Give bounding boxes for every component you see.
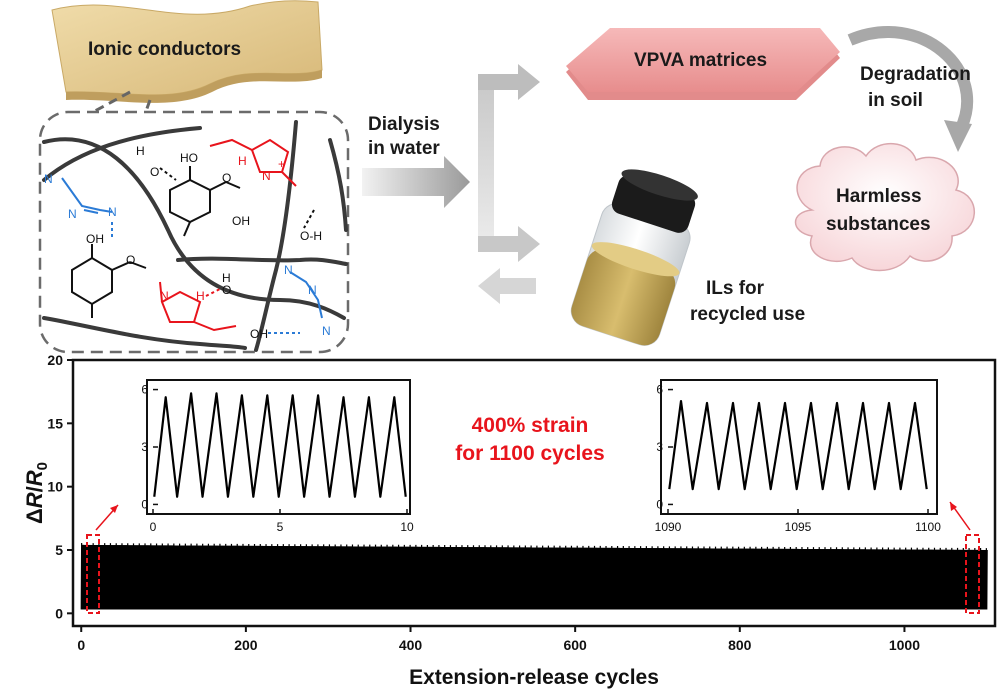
inset-end-chart: 0 3 6 1090 1095 1100 (655, 379, 941, 534)
main-y-tick-label: 0 (55, 605, 63, 621)
svg-text:N: N (284, 263, 293, 277)
svg-text:O: O (150, 165, 159, 179)
polymer-chains (42, 120, 348, 352)
inset-x-tick-label: 5 (277, 520, 284, 534)
svg-text:N: N (262, 169, 271, 183)
inset-x-tick-label: 1100 (915, 520, 941, 534)
inset-series-line (668, 399, 928, 491)
main-y-tick-label: 5 (55, 542, 63, 558)
dialysis-label-line1: Dialysis (368, 114, 440, 135)
svg-text:HO: HO (180, 151, 198, 165)
svg-text:N: N (308, 283, 317, 297)
vpva-matrix-slab (566, 28, 840, 100)
main-x-tick-label: 200 (234, 637, 258, 653)
degradation-arrow (847, 26, 973, 133)
main-y-tick-label: 15 (47, 415, 63, 431)
inset-y-tick-label: 3 (141, 440, 148, 454)
inset-series-line (153, 392, 407, 498)
svg-text:O: O (222, 283, 231, 297)
dialysis-arrow (362, 156, 470, 208)
svg-text:OH: OH (86, 232, 104, 246)
svg-text:H: H (238, 154, 247, 168)
svg-text:OH: OH (250, 327, 268, 341)
guaiacol-bottom (71, 244, 147, 318)
inset-x-tick-label: 10 (400, 520, 414, 534)
main-x-tick-label: 600 (563, 637, 587, 653)
harmless-label-line1: Harmless (836, 186, 922, 207)
svg-text:ΔR/R0: ΔR/R0 (22, 462, 51, 524)
strain-annotation-line1: 400% strain (472, 414, 589, 437)
svg-text:OH: OH (232, 214, 250, 228)
main-plot-frame (71, 358, 997, 628)
azide-anion-right (289, 271, 323, 319)
inset-x-tick-label: 1095 (785, 520, 812, 534)
inset-y-tick-label: 3 (656, 440, 663, 454)
svg-text:H: H (222, 271, 231, 285)
azide-anion-left (61, 177, 113, 214)
harmless-cloud (794, 142, 975, 272)
svg-text:O-H: O-H (300, 229, 322, 243)
main-x-axis-label: Extension-release cycles (409, 666, 659, 689)
svg-text:H: H (136, 144, 145, 158)
inset-x-tick-label: 0 (150, 520, 157, 534)
svg-text:H: H (196, 289, 205, 303)
harmless-label-line2: substances (826, 214, 931, 235)
schematic: Ionic conductors N N N H (38, 0, 975, 354)
main-x-tick-label: 0 (77, 637, 85, 653)
svg-text:N: N (44, 172, 53, 186)
main-x-tick-label: 400 (399, 637, 423, 653)
svg-text:N: N (160, 289, 169, 303)
strain-annotation-line2: for 1100 cycles (455, 442, 604, 465)
inset-x-tick-label: 1090 (655, 520, 682, 534)
end-highlight-box (965, 534, 980, 614)
il-vial (570, 169, 698, 346)
svg-text:N: N (68, 207, 77, 221)
dialysis-label-line2: in water (368, 138, 440, 159)
imidazolium-cation-bottom (159, 281, 237, 332)
vpva-label: VPVA matrices (634, 50, 767, 71)
inset-y-tick-label: 6 (656, 383, 663, 397)
ionic-conductors-label: Ionic conductors (88, 39, 241, 60)
inset-y-tick-label: 6 (141, 383, 148, 397)
main-x-tick-label: 800 (728, 637, 752, 653)
svg-text:O: O (126, 253, 135, 267)
inset-y-tick-label: 0 (656, 497, 663, 511)
inset-start-chart: 0 3 6 0 5 10 (141, 379, 414, 534)
ils-label-line2: recycled use (690, 304, 805, 325)
svg-text:N: N (108, 205, 117, 219)
imidazolium-cation-top (209, 138, 297, 187)
ils-label-line1: ILs for (706, 278, 765, 299)
degradation-label-line2: in soil (868, 90, 923, 111)
start-highlight-box (86, 534, 100, 614)
main-x-tick-label: 1000 (889, 637, 920, 653)
main-series-band (81, 544, 987, 610)
main-y-tick-label: 20 (47, 352, 63, 368)
main-y-axis-label: ΔR/R0 (22, 462, 51, 524)
guaiacol-top (169, 166, 241, 237)
main-y-tick-label: 10 (47, 479, 63, 495)
svg-text:+: + (278, 157, 285, 171)
degradation-label-line1: Degradation (860, 64, 971, 85)
split-bracket (478, 64, 540, 304)
svg-text:N: N (322, 324, 331, 338)
svg-text:O: O (222, 171, 231, 185)
inset-y-tick-label: 0 (141, 497, 148, 511)
